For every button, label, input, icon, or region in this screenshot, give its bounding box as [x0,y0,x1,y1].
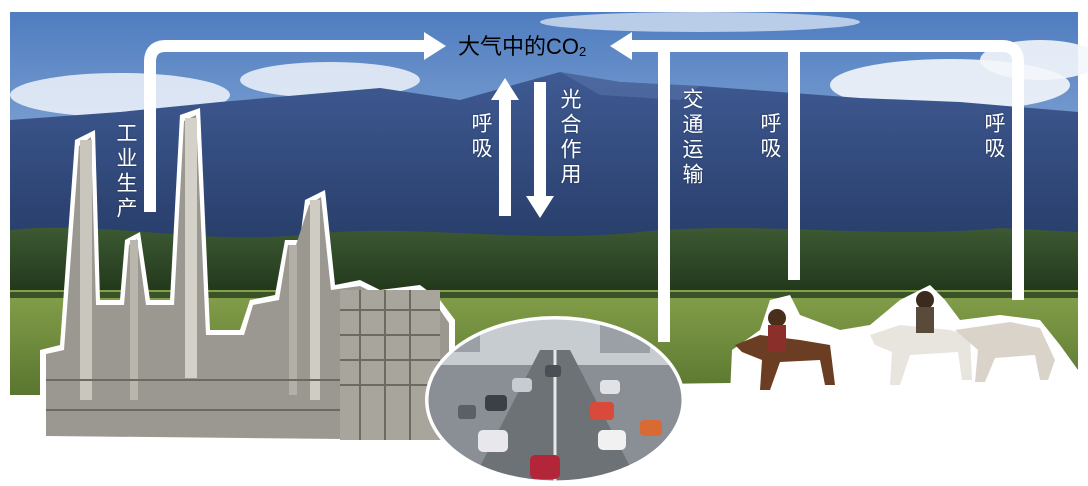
industry-emission-arrow [144,40,425,212]
atmosphere-co2-label: 大气中的CO2 [458,34,587,59]
rider1-respiration-label: 呼吸 [758,112,781,162]
co2-flow-arrows [144,40,1024,342]
cars [458,365,662,479]
rider2-respiration-label: 呼吸 [982,112,1005,162]
rider2-respiration-arrow [790,40,1024,300]
plant-respiration-label: 呼吸 [469,112,492,162]
horse-riders [730,285,1078,396]
industrial-plant [40,108,455,445]
highway-traffic [425,316,685,484]
transport-label: 交通运输 [680,88,703,188]
photosynthesis-label: 光合作用 [558,88,581,188]
industry-label: 工业生产 [114,122,137,222]
forest [10,227,1078,300]
arrowheads [424,32,632,218]
